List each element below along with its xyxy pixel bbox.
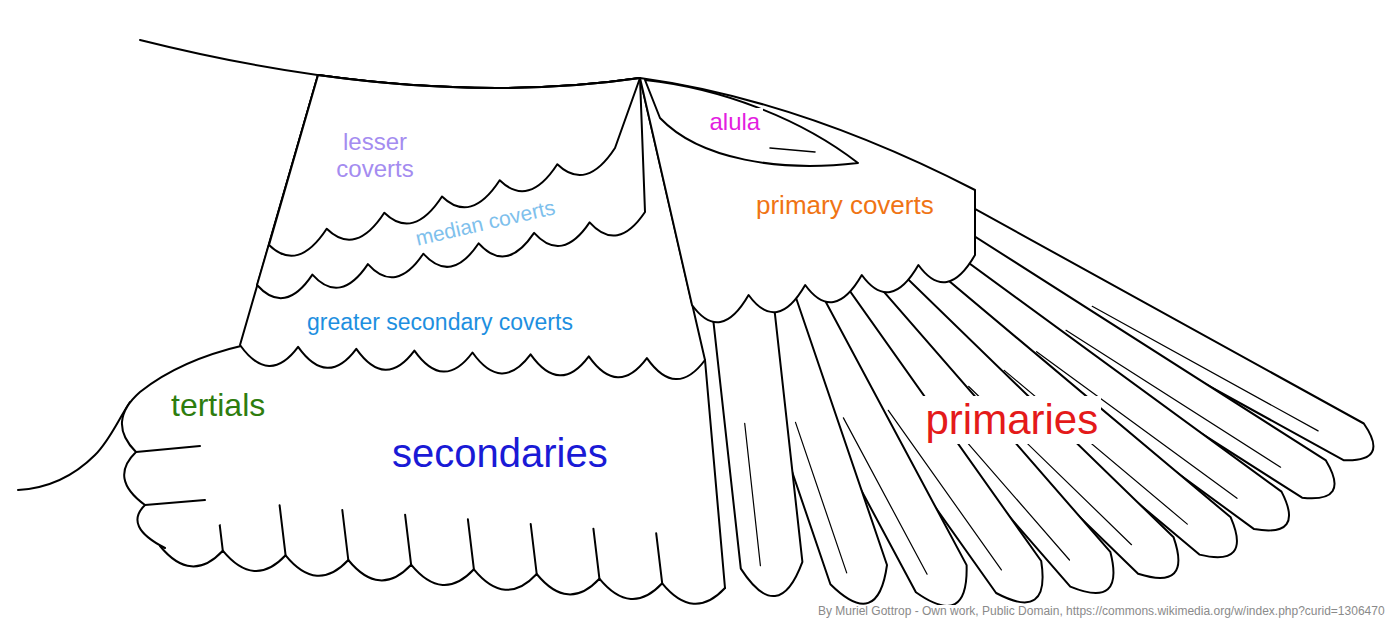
primary-coverts-row — [640, 78, 975, 322]
tertial-outline — [122, 345, 245, 548]
body-outline — [18, 402, 130, 490]
credit-note: By Muriel Gottrop - Own work, Public Dom… — [815, 605, 1388, 619]
secondary-separator — [405, 515, 411, 565]
part-label: primaries — [923, 396, 1102, 444]
wing-drawing — [18, 40, 1373, 606]
secondary-tips — [160, 546, 725, 604]
primary-feather — [709, 277, 802, 596]
greater-coverts-row — [240, 75, 705, 379]
tertial-separator — [145, 500, 205, 505]
median-coverts-row — [257, 75, 645, 298]
lesser-coverts-row — [269, 75, 640, 256]
leading-edge — [140, 40, 640, 88]
part-label: alula — [707, 108, 764, 136]
tertials-ground — [122, 345, 300, 548]
part-label: primary coverts — [753, 191, 937, 221]
feather-shaft — [796, 422, 847, 573]
part-label: greater secondary coverts — [304, 309, 576, 335]
part-label: tertials — [168, 387, 268, 424]
secondary-separator — [531, 524, 537, 574]
part-label: median coverts — [410, 195, 560, 252]
secondary-separator — [593, 529, 599, 579]
tertial-separator — [136, 446, 200, 452]
part-label: lesser coverts — [312, 128, 438, 183]
secondary-separator — [656, 533, 662, 583]
secondary-separator — [468, 519, 474, 569]
feather-shaft — [745, 423, 761, 565]
secondary-edge — [705, 360, 725, 588]
secondary-separator — [280, 505, 286, 555]
part-label: secondaries — [389, 430, 611, 476]
secondary-separator — [342, 510, 348, 560]
alula-shaft — [770, 148, 815, 152]
alula-feather — [645, 80, 858, 166]
